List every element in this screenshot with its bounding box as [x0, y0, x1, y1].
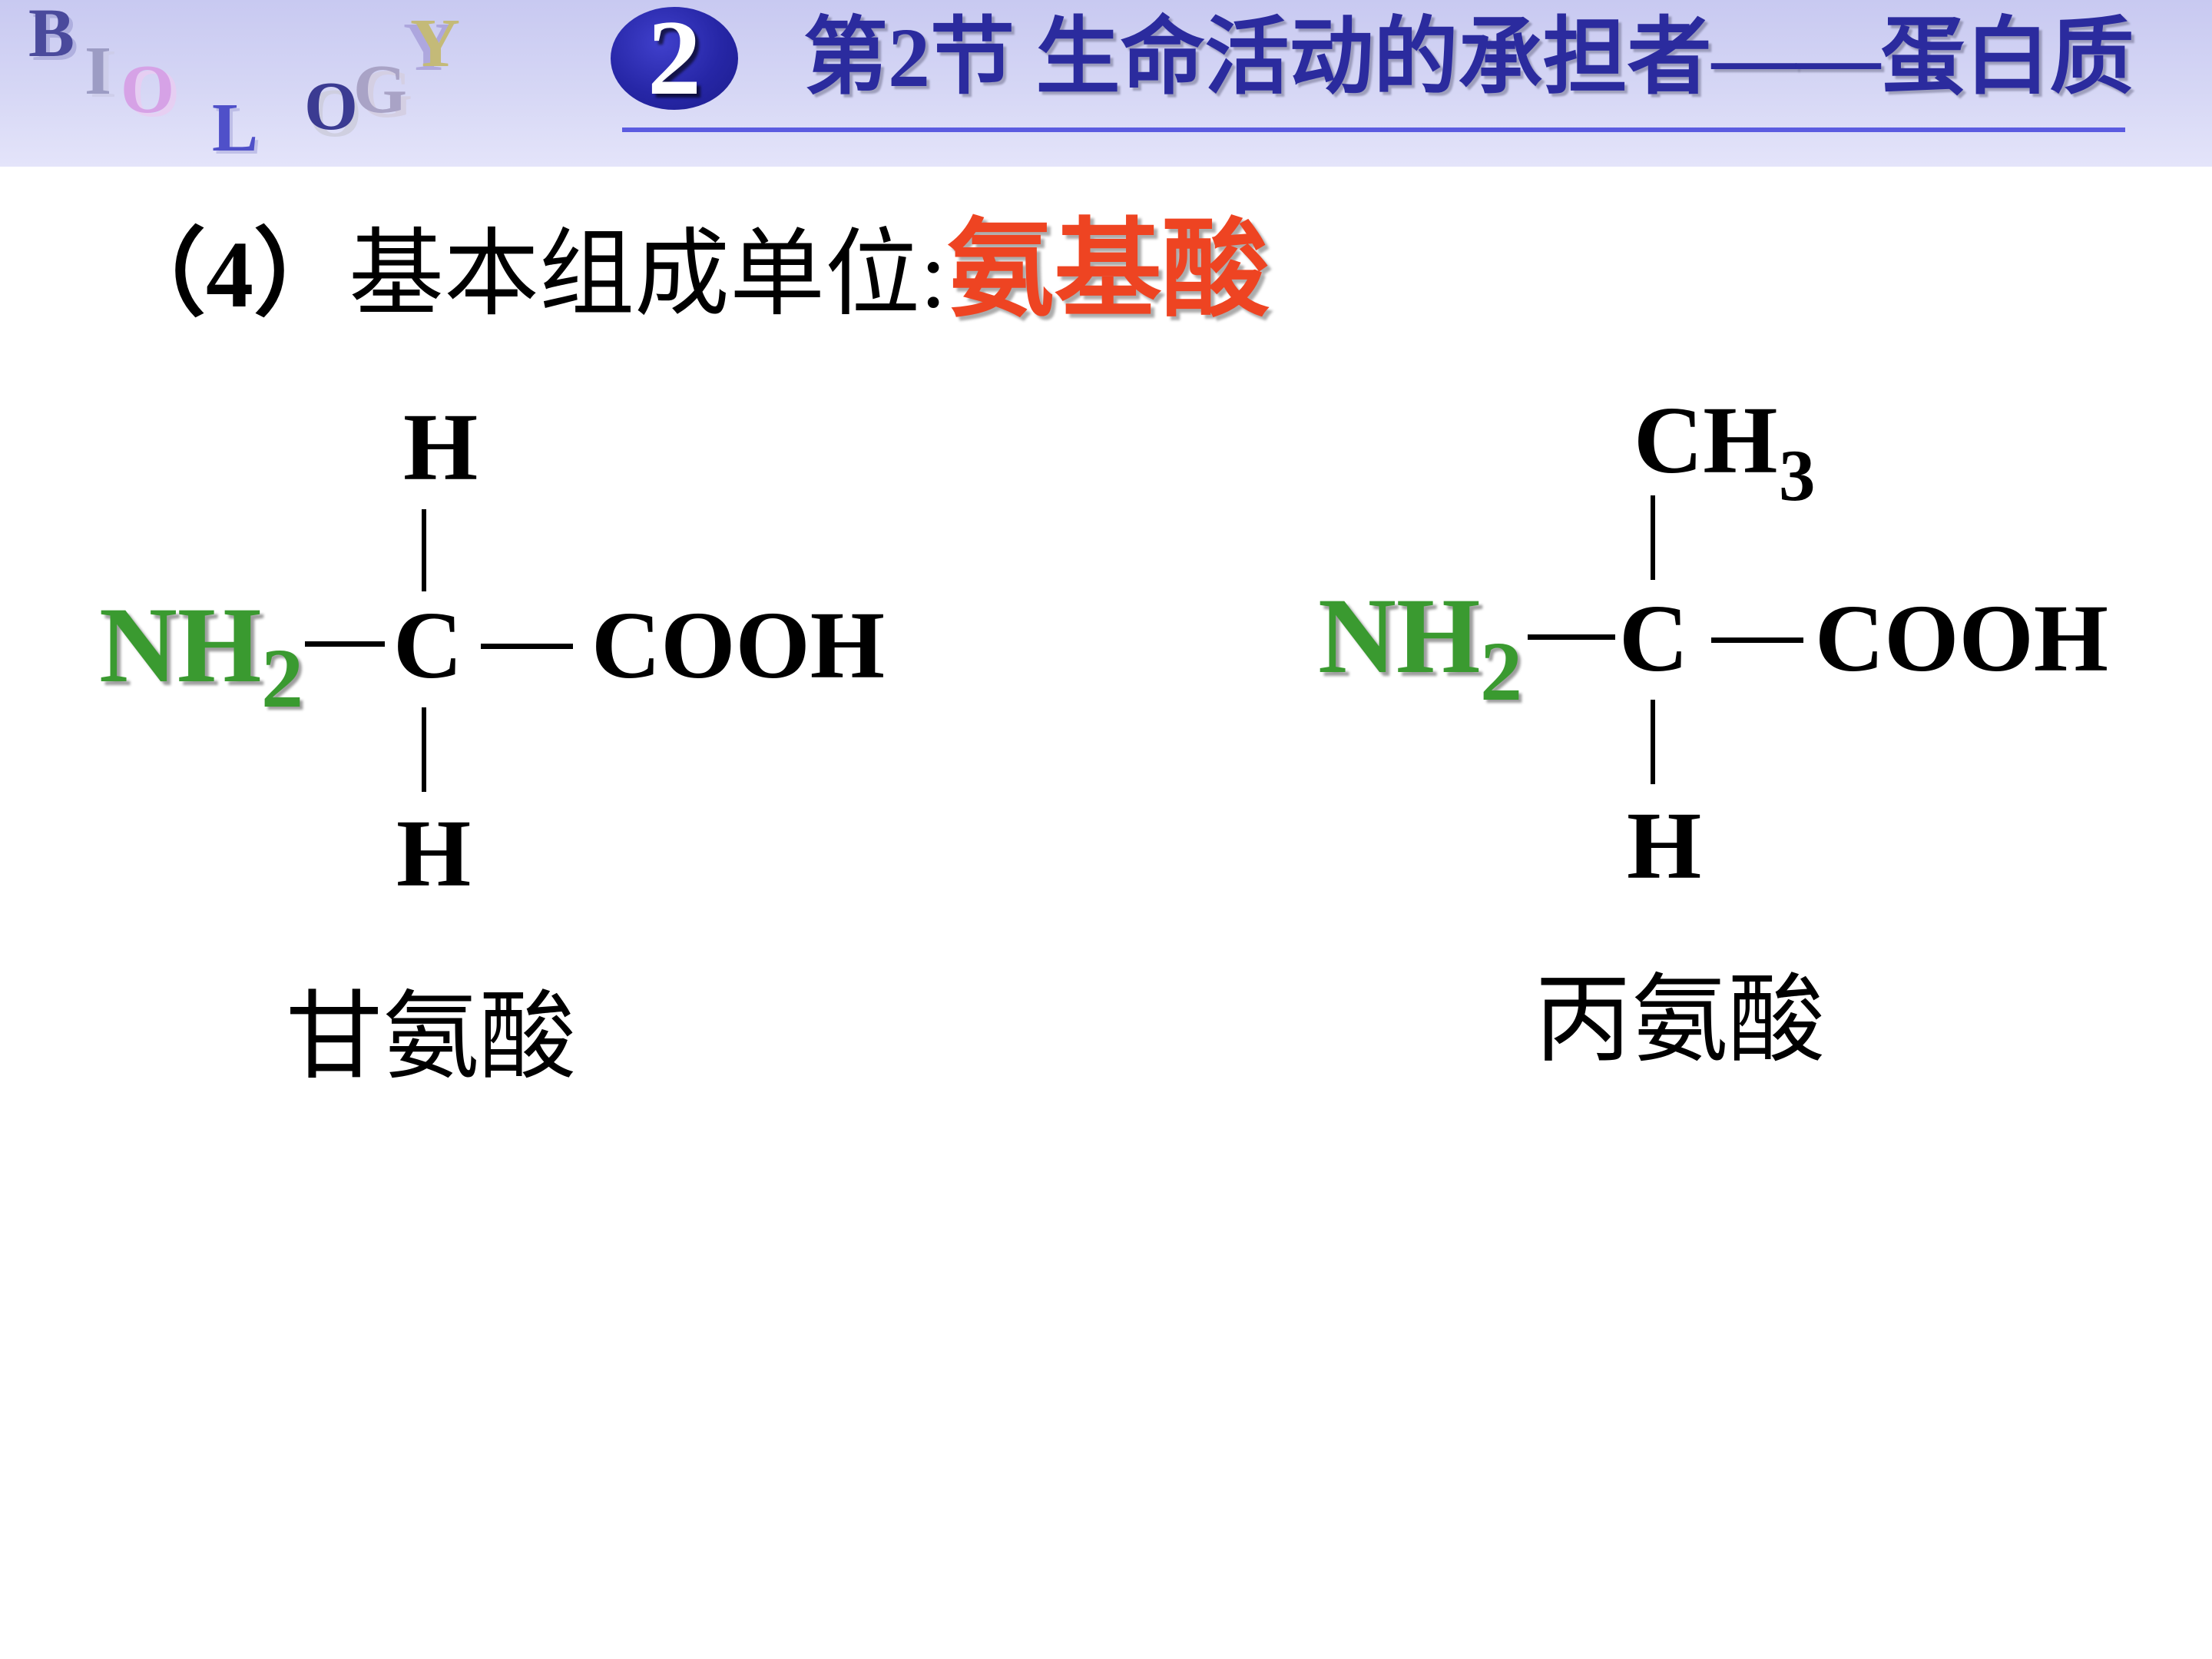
molecule-name: 丙氨酸	[1535, 968, 1825, 1075]
logo-letter: I	[84, 33, 112, 109]
bond-right	[481, 644, 573, 649]
logo-letter: B	[28, 0, 75, 71]
top-group: CH	[1634, 388, 1778, 494]
bond-top	[1651, 495, 1655, 580]
logo-letter: Y	[410, 5, 460, 81]
title-underline	[622, 127, 2125, 132]
header-band: B I O L O G Y 2 第2节 生命活动的承担者——蛋白质	[0, 0, 2212, 167]
top-subscript: 3	[1779, 435, 1816, 516]
molecule-name: 甘氨酸	[286, 985, 576, 1091]
logo-letter: O	[304, 68, 359, 144]
amino-subscript: 2	[1480, 624, 1522, 718]
bond-left	[305, 641, 385, 647]
logo-letter: G	[353, 51, 408, 127]
section-badge: 2	[611, 0, 738, 118]
carboxyl-group: COOH	[1815, 586, 2108, 692]
center-atom: C	[1619, 586, 1689, 692]
logo-letter: O	[121, 51, 175, 127]
amino-subscript: 2	[261, 631, 303, 725]
slide-title: 第2节 生命活动的承担者——蛋白质	[803, 11, 2134, 104]
carboxyl-group: COOH	[591, 593, 885, 699]
bond-bottom	[422, 707, 426, 792]
bond-bottom	[1651, 700, 1655, 784]
bottom-group: H	[396, 801, 472, 907]
amino-group: NH	[1318, 576, 1481, 696]
heading-index: （4）	[111, 222, 349, 327]
heading-highlight: 氨基酸	[946, 211, 1270, 330]
section-number: 2	[647, 0, 701, 118]
bond-right	[1711, 637, 1803, 643]
top-group: H	[403, 395, 478, 501]
logo-letter: L	[212, 90, 259, 166]
bottom-group: H	[1627, 793, 1702, 899]
section-heading: （4）基本组成单位:氨基酸	[111, 214, 1269, 333]
bond-top	[422, 509, 426, 591]
bond-left	[1528, 634, 1615, 640]
amino-group: NH	[99, 585, 262, 705]
heading-label: 基本组成单位:	[349, 222, 947, 327]
center-atom: C	[393, 593, 463, 699]
